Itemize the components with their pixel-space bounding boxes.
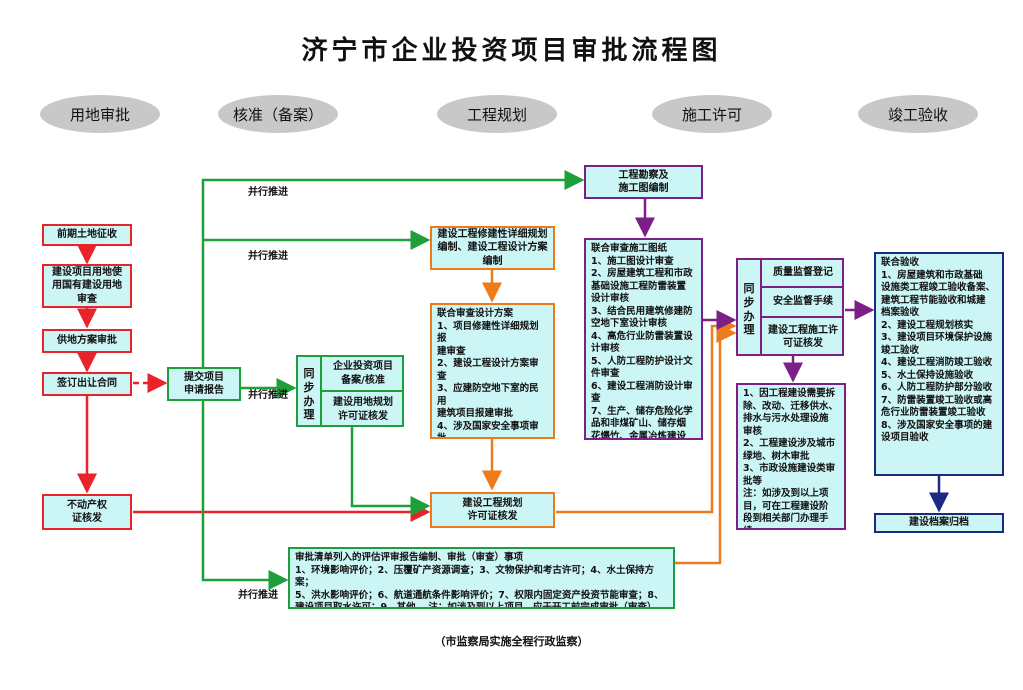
sync-group-construction: 同 步 办 理 质量监督登记 安全监督手续 建设工程施工许 可证核发 (736, 258, 844, 356)
joint-design-review-box: 联合审查设计方案 1、项目修建性详细规划报 建审查 2、建设工程设计方案审查 3… (430, 303, 555, 439)
land-use-review-box: 建设项目用地使 用国有建设用地 审查 (42, 264, 132, 308)
phase-planning: 工程规划 (437, 95, 557, 133)
joint-acceptance-box: 联合验收 1、房屋建筑和市政基础 设施类工程竣工验收备案、 建筑工程节能验收和城… (874, 252, 1004, 476)
page-title: 济宁市企业投资项目审批流程图 (301, 36, 722, 66)
parallel-label-1: 并行推进 (248, 187, 288, 198)
sync-group-approval: 同 步 办 理 企业投资项目 备案/核准 建设用地规划 许可证核发 (296, 355, 404, 427)
joint-drawing-review-box: 联合审查施工图纸 1、施工图设计审查 2、房屋建筑工程和市政 基础设施工程防雷装… (584, 238, 703, 440)
phase-land: 用地审批 (40, 95, 160, 133)
construction-permit-box: 建设工程施工许 可证核发 (768, 324, 838, 349)
parallel-label-3: 并行推进 (248, 390, 288, 401)
safety-supervision-box: 安全监督手续 (773, 296, 833, 308)
parallel-label-2: 并行推进 (248, 251, 288, 262)
land-permit-box: 建设用地规划 许可证核发 (333, 397, 393, 422)
property-cert-box: 不动产权 证核发 (42, 494, 132, 530)
survey-drawing-box: 工程勘察及 施工图编制 (584, 165, 703, 199)
parallel-label-4: 并行推进 (238, 590, 278, 601)
sync-label-2: 同 步 办 理 (743, 282, 755, 337)
land-acquisition-box: 前期土地征收 (42, 224, 132, 246)
sync-label: 同 步 办 理 (303, 367, 315, 422)
pre-construction-items-box: 1、因工程建设需要拆 除、改动、迁移供水、 排水与污水处理设施 审核 2、工程建… (736, 383, 846, 530)
archive-box: 建设档案归档 (874, 513, 1004, 533)
filing-approval-box: 企业投资项目 备案/核准 (333, 361, 393, 386)
land-supply-box: 供地方案审批 (42, 329, 132, 353)
engineering-permit-box: 建设工程规划 许可证核发 (430, 492, 555, 528)
transfer-contract-box: 签订出让合同 (42, 372, 132, 396)
phase-acceptance: 竣工验收 (858, 95, 978, 133)
design-plan-box: 建设工程修建性详细规划 编制、建设工程设计方案 编制 (430, 226, 555, 270)
evaluation-items-box: 审批清单列入的评估评审报告编制、审批（审查）事项 1、环境影响评价；2、压覆矿产… (288, 547, 675, 609)
submit-report-box: 提交项目 申请报告 (167, 367, 241, 401)
quality-supervision-box: 质量监督登记 (773, 267, 833, 279)
footer-note: （市监察局实施全程行政监察） (434, 635, 589, 648)
phase-construction: 施工许可 (652, 95, 772, 133)
phase-approval: 核准（备案） (218, 95, 338, 133)
